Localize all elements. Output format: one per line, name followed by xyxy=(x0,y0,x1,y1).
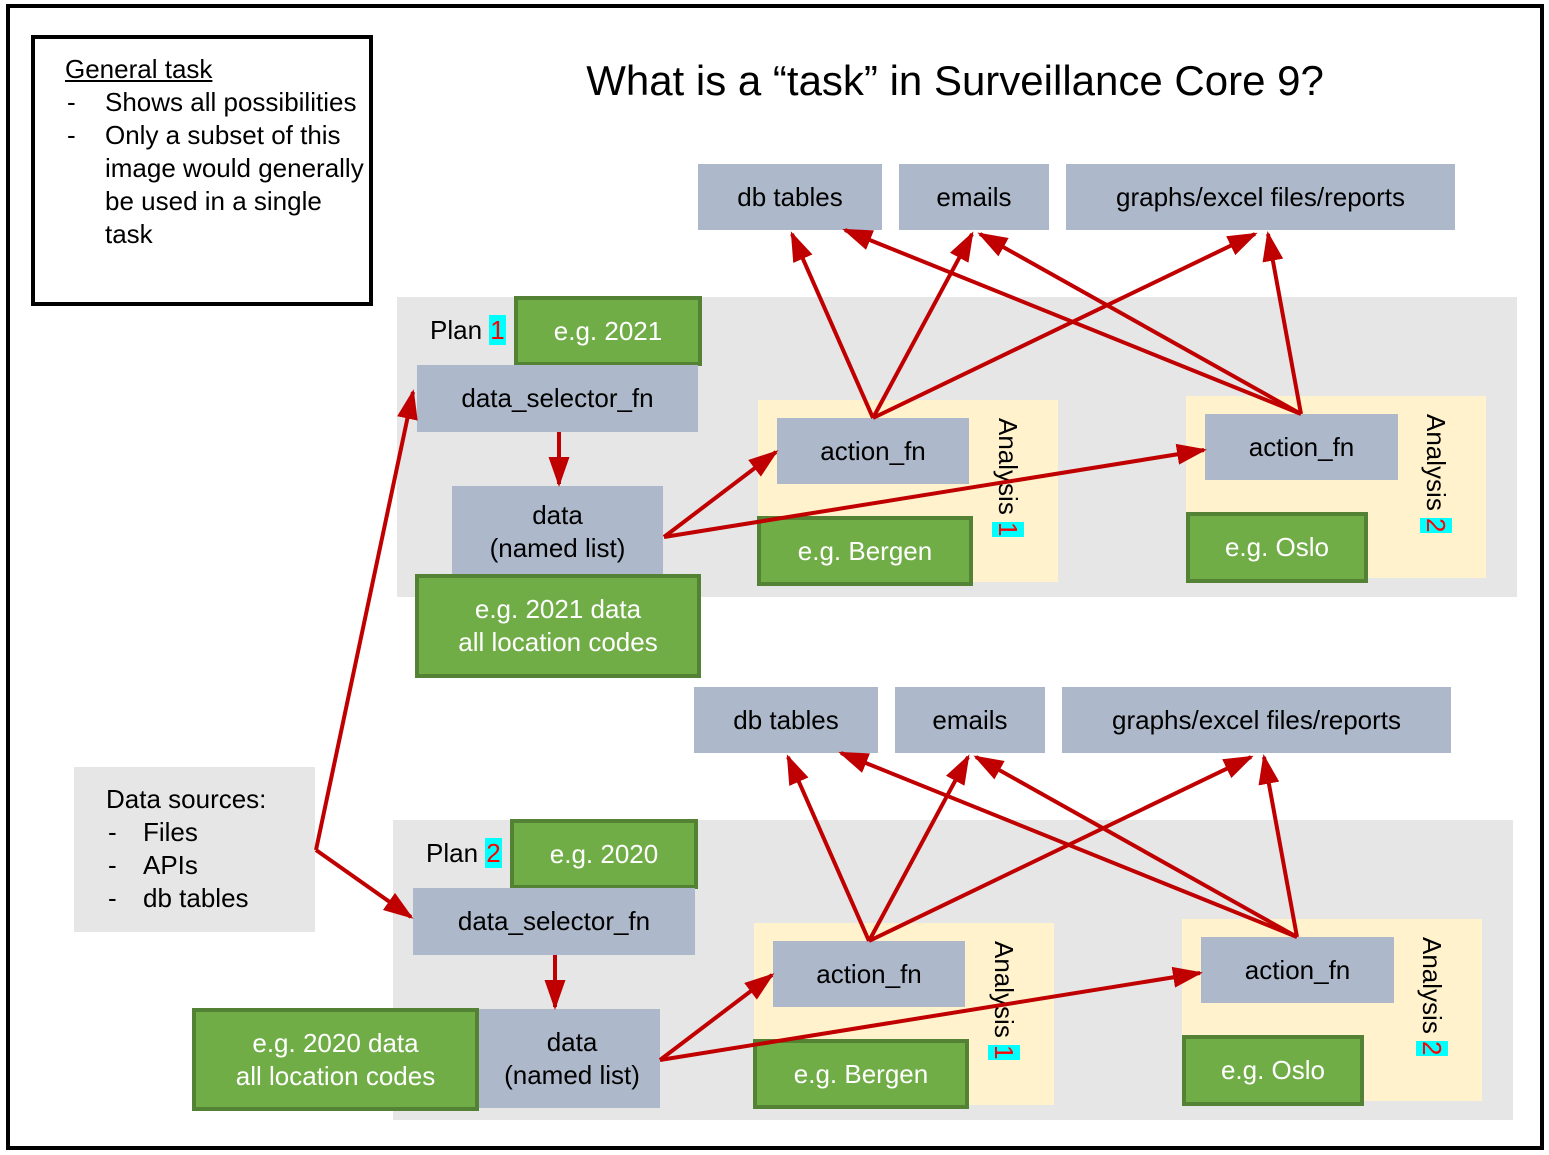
data-source-item: db tables xyxy=(106,882,315,915)
data-example-line: all location codes xyxy=(235,1060,436,1091)
output-reports-2: graphs/excel files/reports xyxy=(1062,687,1451,753)
data-sources-heading: Data sources: xyxy=(106,784,267,814)
diagram-frame xyxy=(6,4,1544,1150)
plan-2-analysis-1-label: Analysis 1 xyxy=(988,941,1020,1060)
plan-number: 1 xyxy=(489,315,506,345)
plan-1-analysis-2-example: e.g. Oslo xyxy=(1186,512,1368,583)
data-label: data xyxy=(546,1026,598,1057)
data-sublabel: (named list) xyxy=(489,533,626,563)
plan-2-data-selector-fn: data_selector_fn xyxy=(413,888,695,955)
plan-1-analysis-1-label: Analysis 1 xyxy=(992,418,1024,537)
note-heading: General task xyxy=(65,54,213,84)
plan-2-data-example: e.g. 2020 data all location codes xyxy=(192,1008,479,1111)
plan-2-data-named-list: data (named list) xyxy=(448,1009,660,1108)
plan-1-example: e.g. 2021 xyxy=(514,296,702,366)
plan-1-data-example: e.g. 2021 data all location codes xyxy=(415,574,701,678)
output-db-tables-2: db tables xyxy=(694,687,878,753)
note-bullet: Only a subset of this image would genera… xyxy=(65,119,369,251)
analysis-label-text: Analysis xyxy=(1421,414,1451,511)
plan-label-text: Plan xyxy=(426,838,479,868)
plan-1-analysis-1-action-fn: action_fn xyxy=(777,418,969,484)
analysis-label-text: Analysis xyxy=(1417,937,1447,1034)
output-db-tables: db tables xyxy=(698,164,882,230)
diagram-title: What is a “task” in Surveillance Core 9? xyxy=(586,57,1324,104)
note-bullet: Shows all possibilities xyxy=(65,86,369,119)
plan-number: 2 xyxy=(485,838,502,868)
data-sources-box: Data sources: Files APIs db tables xyxy=(74,767,315,932)
analysis-number: 1 xyxy=(992,522,1024,537)
plan-2-analysis-2-example: e.g. Oslo xyxy=(1182,1035,1364,1106)
data-example-line: all location codes xyxy=(458,627,658,657)
data-example-line: e.g. 2021 data xyxy=(474,594,642,624)
analysis-number: 1 xyxy=(988,1045,1020,1060)
plan-1-analysis-2-label: Analysis 2 xyxy=(1420,414,1452,533)
data-source-item: APIs xyxy=(106,849,315,882)
plan-2-example: e.g. 2020 xyxy=(510,819,698,889)
plan-2-analysis-2-label: Analysis 2 xyxy=(1416,937,1448,1056)
plan-1-data-named-list: data (named list) xyxy=(452,486,663,578)
plan-2-analysis-1-action-fn: action_fn xyxy=(773,941,965,1007)
analysis-label-text: Analysis xyxy=(989,941,1019,1038)
plan-2-label: Plan 2 xyxy=(426,838,502,868)
analysis-number: 2 xyxy=(1416,1041,1448,1056)
plan-label-text: Plan xyxy=(430,315,483,345)
plan-1-analysis-2-action-fn: action_fn xyxy=(1205,414,1398,480)
data-example-line: e.g. 2020 data xyxy=(252,1027,419,1058)
output-emails-2: emails xyxy=(895,687,1045,753)
output-emails: emails xyxy=(899,164,1049,230)
analysis-label-text: Analysis xyxy=(993,418,1023,515)
plan-1-analysis-1-example: e.g. Bergen xyxy=(757,516,973,586)
plan-1-label: Plan 1 xyxy=(430,315,506,345)
plan-1-data-selector-fn: data_selector_fn xyxy=(417,365,698,432)
data-label: data xyxy=(532,500,583,530)
output-reports: graphs/excel files/reports xyxy=(1066,164,1455,230)
plan-2-analysis-1-example: e.g. Bergen xyxy=(753,1039,969,1109)
data-source-item: Files xyxy=(106,816,315,849)
general-task-note: General task Shows all possibilities Onl… xyxy=(31,35,373,306)
data-sublabel: (named list) xyxy=(504,1059,640,1090)
plan-2-analysis-2-action-fn: action_fn xyxy=(1201,937,1394,1003)
analysis-number: 2 xyxy=(1420,518,1452,533)
